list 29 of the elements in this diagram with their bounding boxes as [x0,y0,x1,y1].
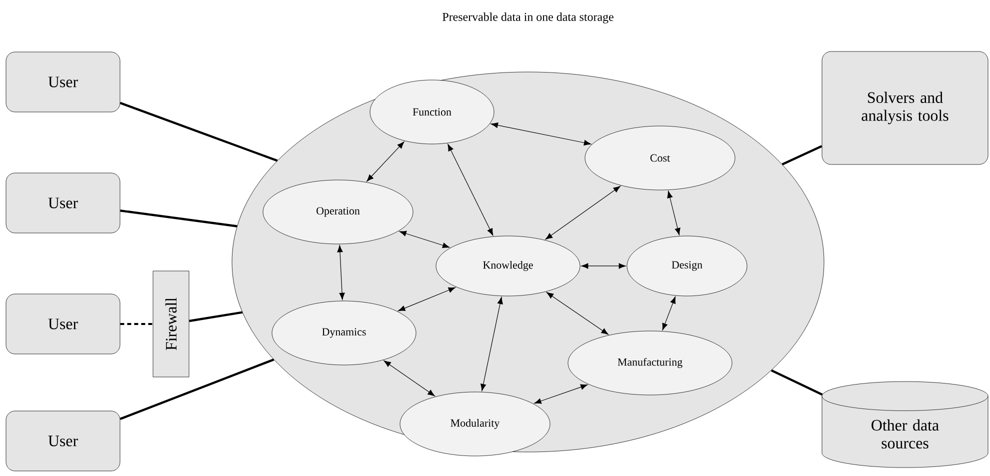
arrow [366,142,404,182]
user-box: User [6,52,120,112]
tool-box: Solvers and analysis tools [822,51,988,165]
arrow [398,287,456,312]
connector-line [770,369,823,396]
arrow [662,296,676,330]
arrow [581,263,626,269]
arrow [337,245,345,300]
arrow [480,296,503,391]
user-box: User [6,294,120,354]
firewall-box: Firewall [152,270,190,378]
arrow [546,292,608,335]
connector-line [782,145,822,166]
arrow [399,230,450,248]
arrow [667,190,680,236]
arrow [490,122,592,146]
arrow [545,186,620,240]
database-cylinder: Other data sources [822,381,988,468]
user-box: User [6,410,120,472]
connector-line [120,322,153,325]
connector-line [120,358,274,420]
user-box: User [6,172,120,234]
arrow [384,360,435,396]
connector-line [120,102,278,162]
connector-line [120,210,238,228]
title: Preservable data in one data storage [442,12,614,24]
connector-line [189,311,243,322]
arrow [534,384,588,404]
arrow [448,144,494,236]
